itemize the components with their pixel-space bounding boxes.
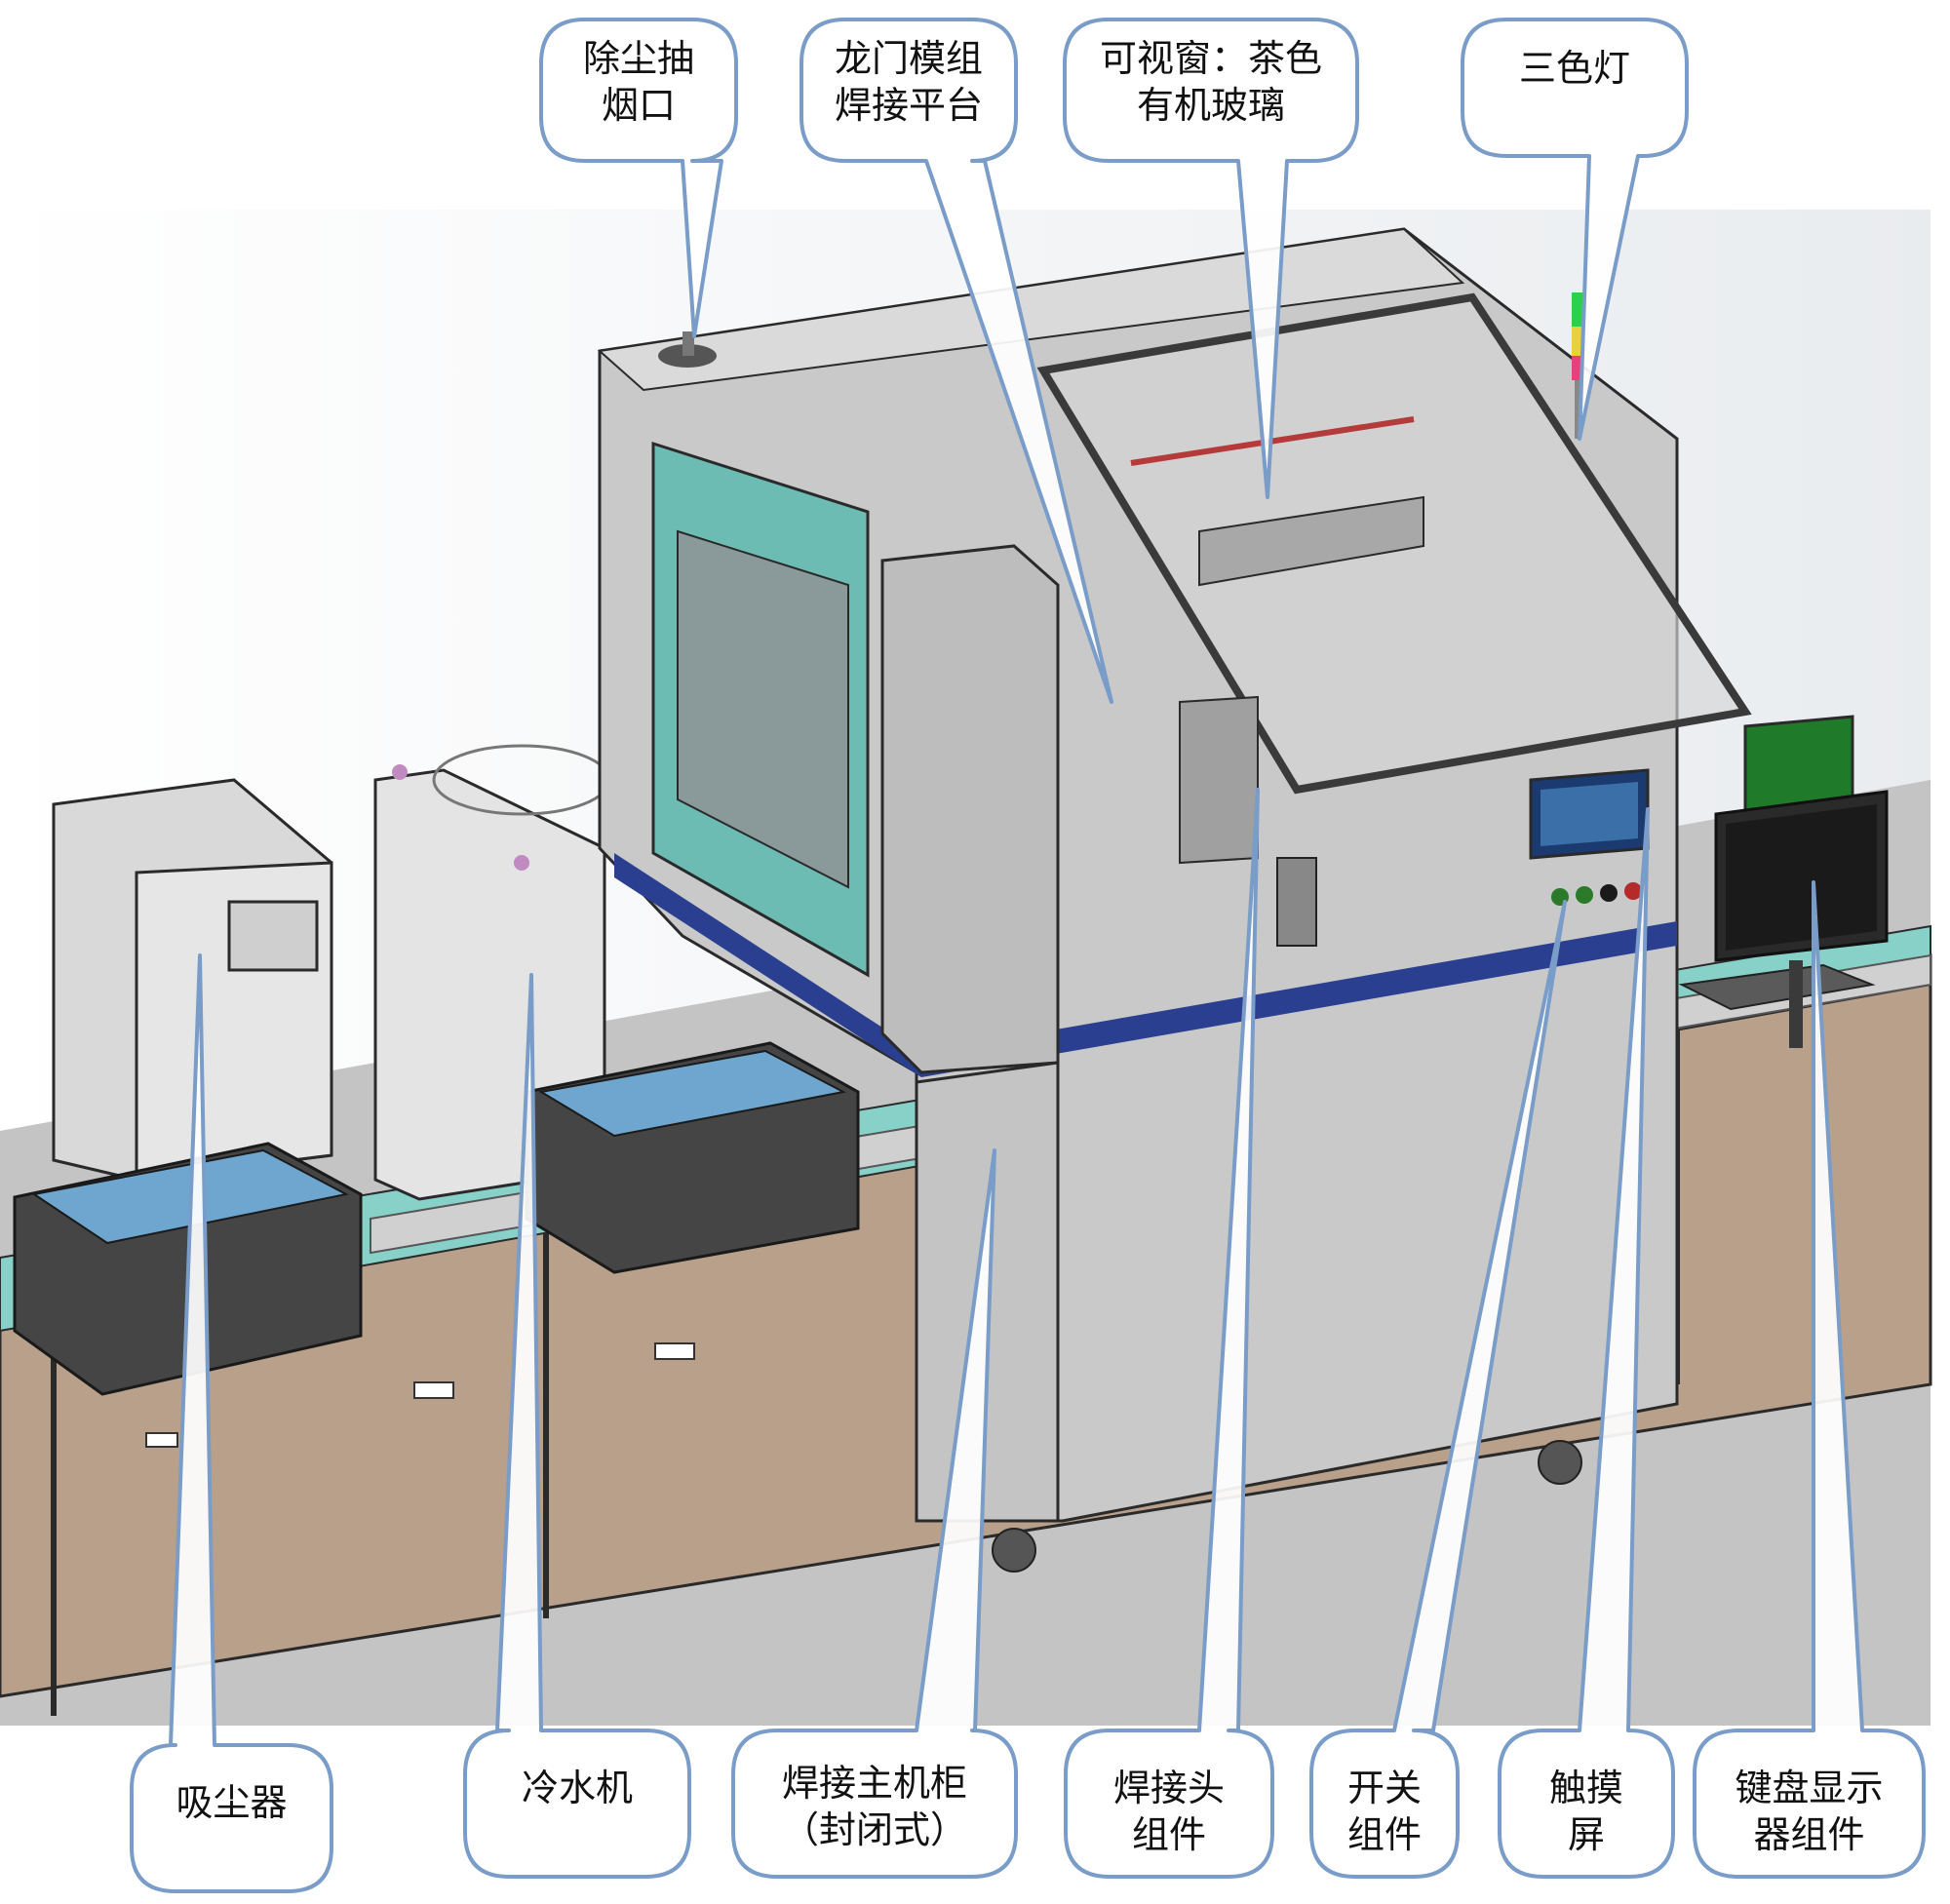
callout-balloon-vacuum-cleaner: [130, 953, 333, 1893]
callout-balloon-welding-cabinet: [731, 1148, 1018, 1879]
callout-dust-extraction-port: 除尘抽 烟口: [582, 37, 694, 127]
gantry-module: [1179, 495, 1424, 947]
callout-keyboard-display: 键盘显示 器组件: [1735, 1767, 1884, 1856]
callout-balloon-welding-head: [1064, 788, 1274, 1879]
keyboard-display-unit: [1678, 715, 1889, 1048]
control-panel: [1529, 768, 1650, 906]
callout-balloon-dust-extraction-port: [539, 18, 738, 338]
callout-balloon-switch-assembly: [1309, 900, 1567, 1879]
callouts-layer: [130, 18, 1926, 1893]
callout-switch-assembly: 开关 组件: [1346, 1767, 1422, 1856]
callout-balloon-keyboard-display: [1693, 880, 1926, 1879]
callout-balloon-touch-screen: [1498, 807, 1675, 1879]
callout-welding-cabinet: 焊接主机柜 （封闭式）: [781, 1762, 967, 1851]
callout-balloon-tricolor-light: [1461, 18, 1689, 441]
callout-vacuum-cleaner: 吸尘器: [176, 1781, 288, 1824]
vacuum-cleaner-unit: [52, 778, 333, 1182]
callout-balloon-gantry-platform: [800, 18, 1113, 704]
callout-touch-screen: 触摸 屏: [1548, 1767, 1623, 1856]
callout-tricolor-light: 三色灯: [1518, 47, 1630, 90]
callout-welding-head: 焊接头 组件: [1112, 1767, 1225, 1856]
callout-gantry-platform: 龙门模组 焊接平台: [834, 37, 983, 127]
callout-view-window: 可视窗：茶色 有机玻璃: [1099, 37, 1322, 127]
callout-balloon-view-window: [1063, 18, 1359, 499]
callout-balloon-water-chiller: [463, 973, 691, 1879]
callout-water-chiller: 冷水机: [521, 1767, 633, 1809]
